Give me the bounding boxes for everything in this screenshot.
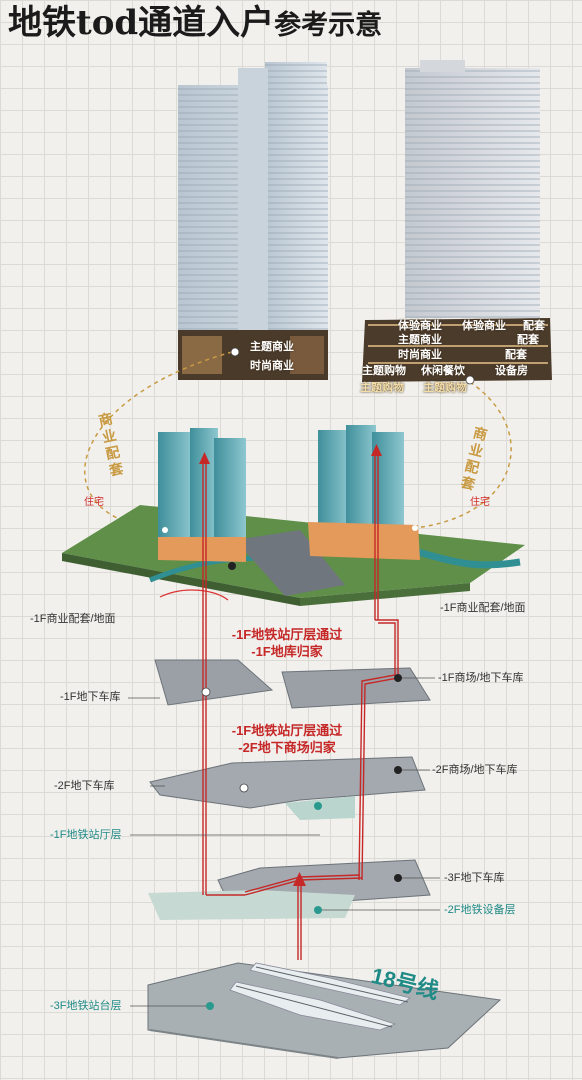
level-right-b3-parking: -3F地下车库 [444, 872, 505, 884]
level-left-b1-parking: -1F地下车库 [60, 691, 121, 703]
marker-dots [162, 347, 475, 1010]
leader-lines [128, 677, 440, 1007]
right-tower-tag-8: 主题购物 [362, 365, 406, 377]
route-2-line-1: -1F地铁站厅层通过 [231, 723, 343, 738]
left-tower-tag-theme: 主题商业 [250, 341, 294, 353]
slab-b2-parking [149, 756, 426, 809]
site-model [62, 425, 525, 606]
level-right-b1-commercial: -1F商业配套/地面 [440, 602, 526, 614]
left-tower-tag-fashion: 时尚商业 [250, 360, 294, 372]
level-right-b2-mall-parking: -2F商场/地下车库 [432, 764, 518, 776]
right-tower-tag-9: 休闲餐饮 [421, 365, 465, 377]
metro-trains [229, 962, 411, 1031]
title-sub: 参考示意 [274, 10, 383, 41]
route-lines [199, 444, 399, 960]
site-label-left-residence: 住宅 [84, 497, 104, 508]
right-tower-tag-11: 主题购物 [360, 382, 404, 394]
site-label-right-residence: 住宅 [470, 497, 490, 508]
left-tower-render [178, 62, 328, 380]
right-tower-tag-1: 体验商业 [398, 320, 442, 332]
level-metro-platform: -3F地铁站台层 [50, 1000, 122, 1012]
right-tower-tag-4: 主题商业 [398, 334, 442, 346]
route-2-line-2: -2F地下商场归家 [238, 740, 336, 755]
right-tower-tag-3: 配套 [523, 320, 545, 332]
right-tower-tag-10: 设备房 [495, 365, 528, 377]
level-left-b1-commercial: -1F商业配套/地面 [30, 613, 116, 625]
level-left-b2-parking: -2F地下车库 [54, 780, 115, 792]
level-metro-equipment: -2F地铁设备层 [444, 904, 516, 916]
right-tower-tag-2: 体验商业 [462, 320, 506, 332]
slab-left-b1-parking [154, 659, 274, 706]
route-1-line-1: -1F地铁站厅层通过 [231, 627, 343, 642]
slab-right-b1-mall-parking [281, 667, 431, 709]
slab-metro-equipment [148, 890, 355, 920]
level-right-b1-mall-parking: -1F商场/地下车库 [438, 672, 524, 684]
level-metro-hall: -1F地铁站厅层 [50, 829, 122, 841]
right-tower-tag-12: 主题购物 [423, 382, 467, 394]
route-1-label: -1F地铁站厅层通过 -1F地库归家 [212, 626, 362, 660]
right-commercial-arc [414, 381, 512, 529]
title-main: 地铁tod通道入户 [8, 3, 275, 43]
route-1-line-2: -1F地库归家 [251, 644, 323, 659]
right-tower-tag-6: 时尚商业 [398, 349, 442, 361]
right-tower-tag-7: 配套 [505, 349, 527, 361]
route-2-label: -1F地铁站厅层通过 -2F地下商场归家 [212, 722, 362, 756]
right-tower-tag-5: 配套 [517, 334, 539, 346]
page-title: 地铁tod通道入户参考示意 [8, 6, 382, 40]
right-tower-render [362, 60, 552, 382]
